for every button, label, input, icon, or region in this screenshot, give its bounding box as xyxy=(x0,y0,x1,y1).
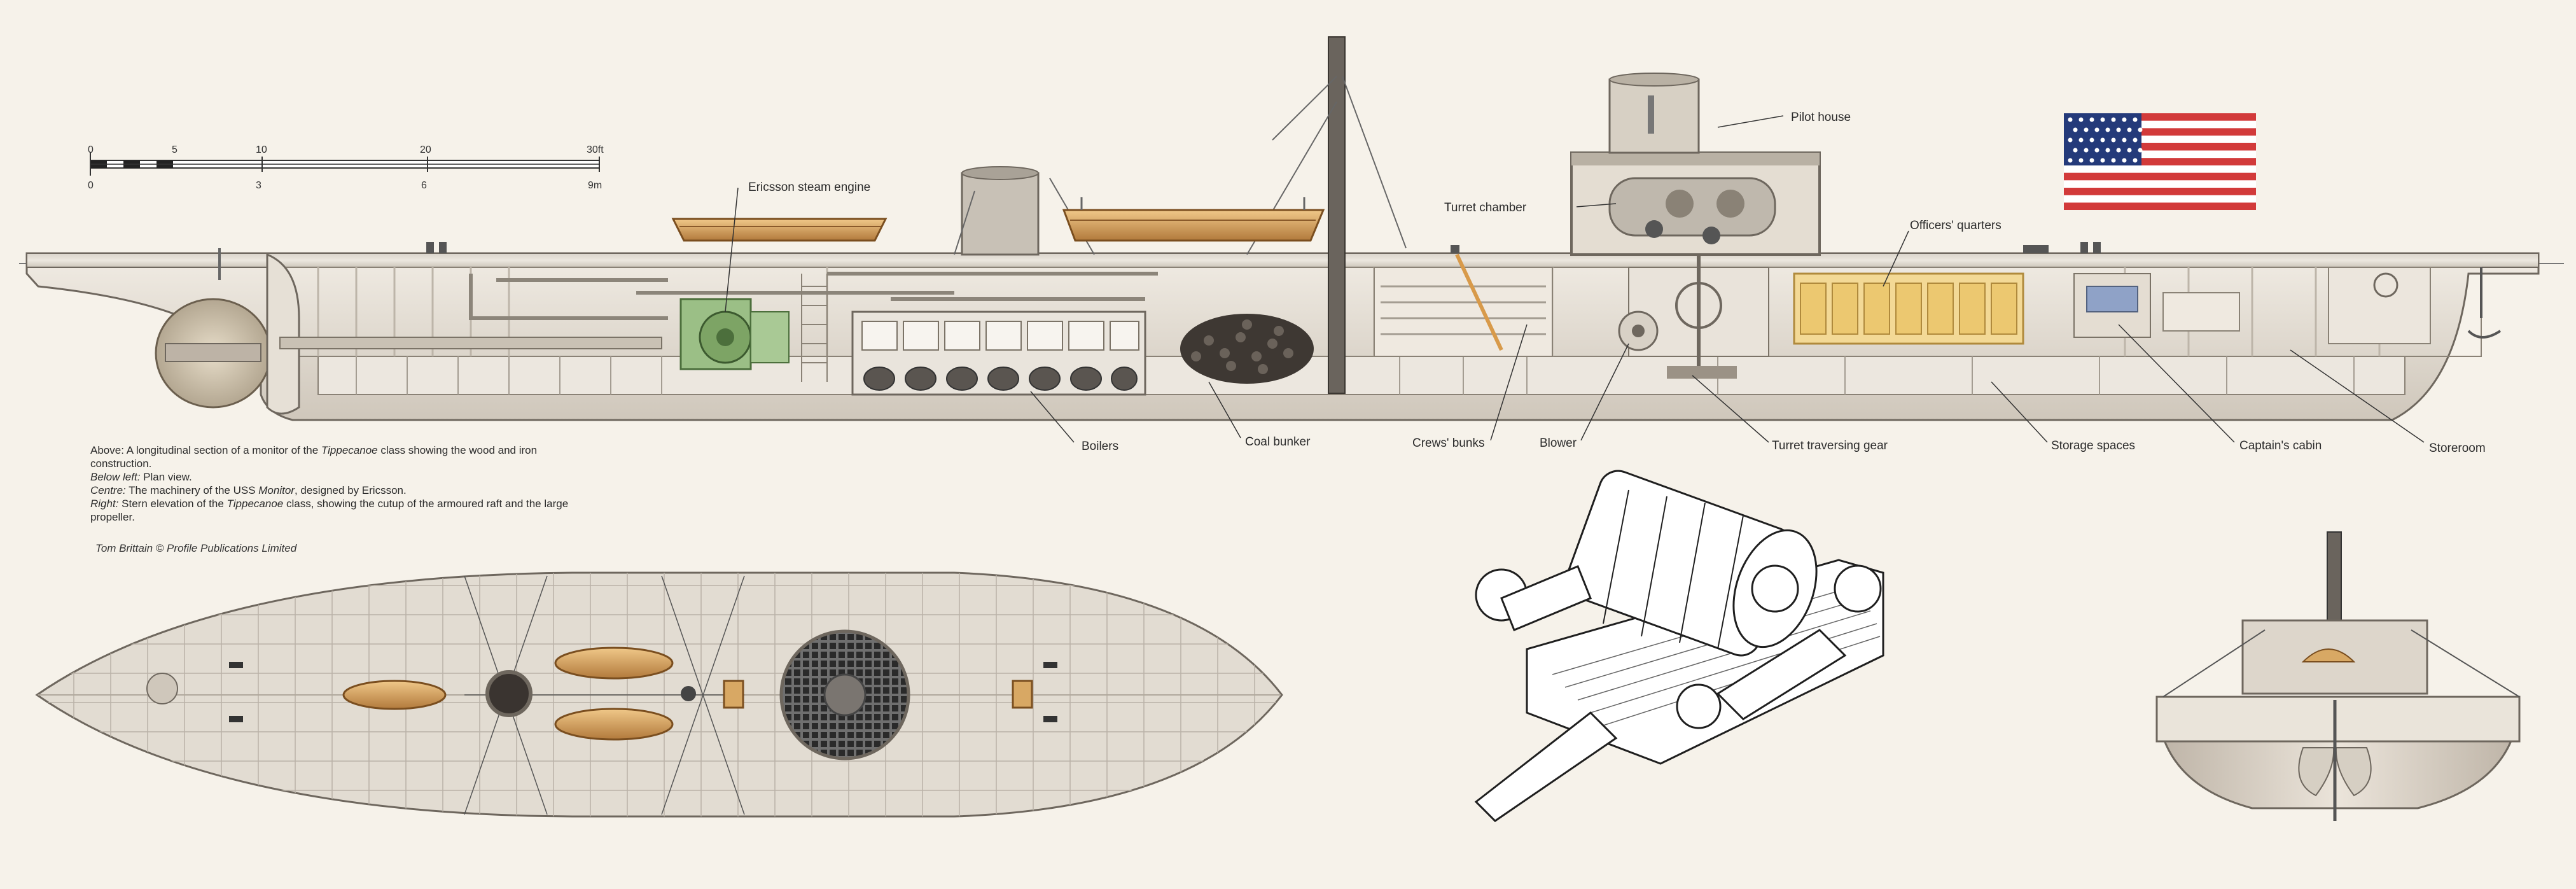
scale-m-0: 0 xyxy=(88,180,94,191)
flag-star xyxy=(2078,158,2084,163)
plan-turret xyxy=(779,629,910,760)
caption-right-text-1: Stern elevation of the xyxy=(118,498,227,510)
flag-star xyxy=(2105,148,2110,153)
label-officers-quarters: Officers' quarters xyxy=(1910,219,2002,232)
label-captains-cabin: Captain's cabin xyxy=(2239,439,2322,452)
plan-boat-2 xyxy=(554,647,674,680)
flag-star xyxy=(2111,137,2116,143)
flag-star xyxy=(2068,137,2073,143)
flag-star xyxy=(2122,117,2127,122)
plan-view xyxy=(35,571,1283,818)
flag-star xyxy=(2084,148,2089,153)
flag-star xyxy=(2133,158,2138,163)
longitudinal-section xyxy=(19,36,2564,443)
flag-star xyxy=(2100,117,2105,122)
label-pilot-house: Pilot house xyxy=(1791,111,1851,124)
us-flag-icon xyxy=(2064,113,2256,210)
pilot-house xyxy=(1608,73,1700,154)
flag-star xyxy=(2116,148,2121,153)
caption-above-head: Above: xyxy=(90,444,124,456)
plan-boat-1 xyxy=(342,680,447,710)
flag-star xyxy=(2111,117,2116,122)
flag-star xyxy=(2111,158,2116,163)
flag-star xyxy=(2133,117,2138,122)
caption-centre-text-1: The machinery of the USS xyxy=(125,484,259,496)
scale-m-9: 9m xyxy=(588,180,602,191)
flag-star xyxy=(2094,127,2099,132)
caption-right-head: Right: xyxy=(90,498,119,510)
label-blower: Blower xyxy=(1540,437,1577,450)
caption-right-text-2: class, showing the cutup of the armoured… xyxy=(90,498,569,523)
scale-ft-30: 30ft xyxy=(587,144,604,155)
flag-star xyxy=(2105,127,2110,132)
label-crews-bunks: Crews' bunks xyxy=(1412,437,1484,450)
caption-above-text-1: A longitudinal section of a monitor of t… xyxy=(123,444,321,456)
flag-star xyxy=(2116,127,2121,132)
label-storeroom: Storeroom xyxy=(2429,442,2486,455)
label-ericsson-steam-engine: Ericsson steam engine xyxy=(748,181,870,194)
flag-star xyxy=(2100,158,2105,163)
storeroom xyxy=(2328,267,2502,344)
scale-bar: 0 5 10 20 30ft 0 3 6 9m xyxy=(88,144,604,191)
flag-star xyxy=(2089,117,2094,122)
stern-elevation xyxy=(2155,531,2521,821)
label-turret-traversing-gear: Turret traversing gear xyxy=(1772,439,1888,452)
label-turret-chamber: Turret chamber xyxy=(1444,201,1527,214)
ericsson-steam-engine xyxy=(679,298,790,370)
flag-star xyxy=(2094,148,2099,153)
flag-star xyxy=(2100,137,2105,143)
flag-star xyxy=(2122,158,2127,163)
caption-right-class: Tippecanoe xyxy=(226,498,284,510)
scale-m-3: 3 xyxy=(256,180,261,191)
figure-caption: Above: A longitudinal section of a monit… xyxy=(90,444,574,524)
flag-star xyxy=(2084,127,2089,132)
caption-below-left-text: Plan view. xyxy=(140,471,192,483)
scale-ft-5: 5 xyxy=(172,144,178,155)
scale-ft-0: 0 xyxy=(88,144,94,155)
officers-quarters xyxy=(1793,272,2024,345)
label-coal-bunker: Coal bunker xyxy=(1245,435,1311,449)
illustration-credit: Tom Brittain © Profile Publications Limi… xyxy=(95,542,297,554)
plan-boat-3 xyxy=(554,708,674,741)
flag-star xyxy=(2127,148,2132,153)
flag-star xyxy=(2122,137,2127,143)
crews-bunks xyxy=(1374,253,1553,357)
label-storage-spaces: Storage spaces xyxy=(2051,439,2135,452)
flag-star xyxy=(2078,117,2084,122)
flag-star xyxy=(2089,137,2094,143)
caption-above-text-2: class showing the wood and iron construc… xyxy=(90,444,538,470)
caption-centre-ship: Monitor xyxy=(258,484,295,496)
flag-star xyxy=(2078,137,2084,143)
flag-star xyxy=(2133,137,2138,143)
caption-above-class: Tippecanoe xyxy=(321,444,378,456)
ericsson-machinery-drawing xyxy=(1474,470,1884,822)
scale-ft-10: 10 xyxy=(256,144,267,155)
flag-star xyxy=(2138,148,2143,153)
coal-bunker xyxy=(1180,314,1314,384)
flag-star xyxy=(2068,117,2073,122)
turret xyxy=(1570,151,1821,256)
blower xyxy=(1618,311,1659,351)
label-boilers: Boilers xyxy=(1082,440,1118,453)
flag-star xyxy=(2068,158,2073,163)
flag-star xyxy=(2138,127,2143,132)
scale-ft-20: 20 xyxy=(420,144,431,155)
caption-centre-text-2: , designed by Ericsson. xyxy=(294,484,407,496)
boilers xyxy=(851,311,1146,396)
flag-star xyxy=(2073,148,2078,153)
caption-below-left-head: Below left: xyxy=(90,471,141,483)
boat-forward xyxy=(1062,197,1325,242)
captains-cabin xyxy=(2073,273,2240,338)
flag-star xyxy=(2127,127,2132,132)
flag-star xyxy=(2089,158,2094,163)
boat-aft xyxy=(671,218,888,242)
scale-m-6: 6 xyxy=(421,180,427,191)
flag-star xyxy=(2073,127,2078,132)
caption-centre-head: Centre: xyxy=(90,484,126,496)
